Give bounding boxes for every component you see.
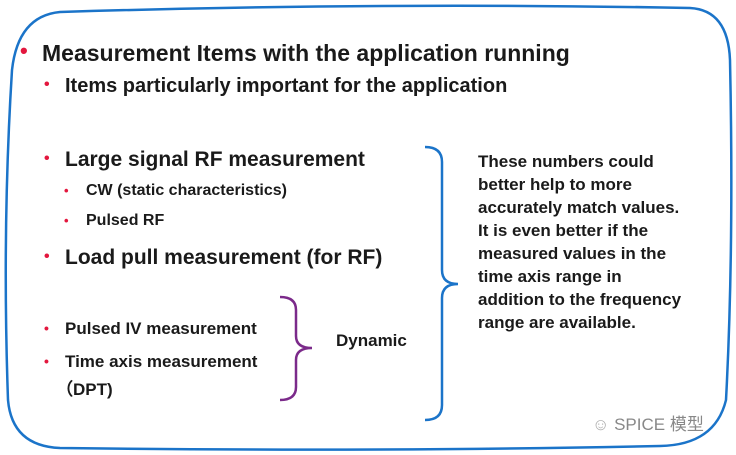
note-line: addition to the frequency [478, 290, 682, 309]
large-bracket [424, 145, 459, 422]
note-line: time axis range in [478, 267, 622, 286]
note-line: It is even better if the [478, 221, 649, 240]
note-line: accurately match values. [478, 198, 680, 217]
note-line: better help to more [478, 175, 632, 194]
watermark-text: SPICE 模型 [614, 415, 704, 434]
bullet-pulsed-iv: Pulsed IV measurement [65, 319, 257, 338]
dynamic-label: Dynamic [336, 331, 407, 350]
bullet-time-axis: Time axis measurement [65, 352, 258, 371]
note-text: These numbers could better help to more … [478, 150, 728, 334]
heading-1: Measurement Items with the application r… [42, 40, 570, 66]
bullet-cw: CW (static characteristics) [86, 182, 287, 199]
wechat-icon: ☺ [592, 415, 615, 434]
small-bracket [279, 295, 313, 402]
bullet-large-signal: Large signal RF measurement [65, 148, 365, 171]
bullet-time-axis-dpt: （DPT) [56, 380, 113, 399]
bullet-load-pull: Load pull measurement (for RF) [65, 246, 383, 269]
watermark: ☺ SPICE 模型 [592, 410, 704, 435]
note-line: measured values in the [478, 244, 667, 263]
note-line: range are available. [478, 313, 636, 332]
bullet-items-important: Items particularly important for the app… [65, 75, 508, 97]
note-line: These numbers could [478, 152, 654, 171]
bullet-pulsed-rf: Pulsed RF [86, 212, 165, 229]
